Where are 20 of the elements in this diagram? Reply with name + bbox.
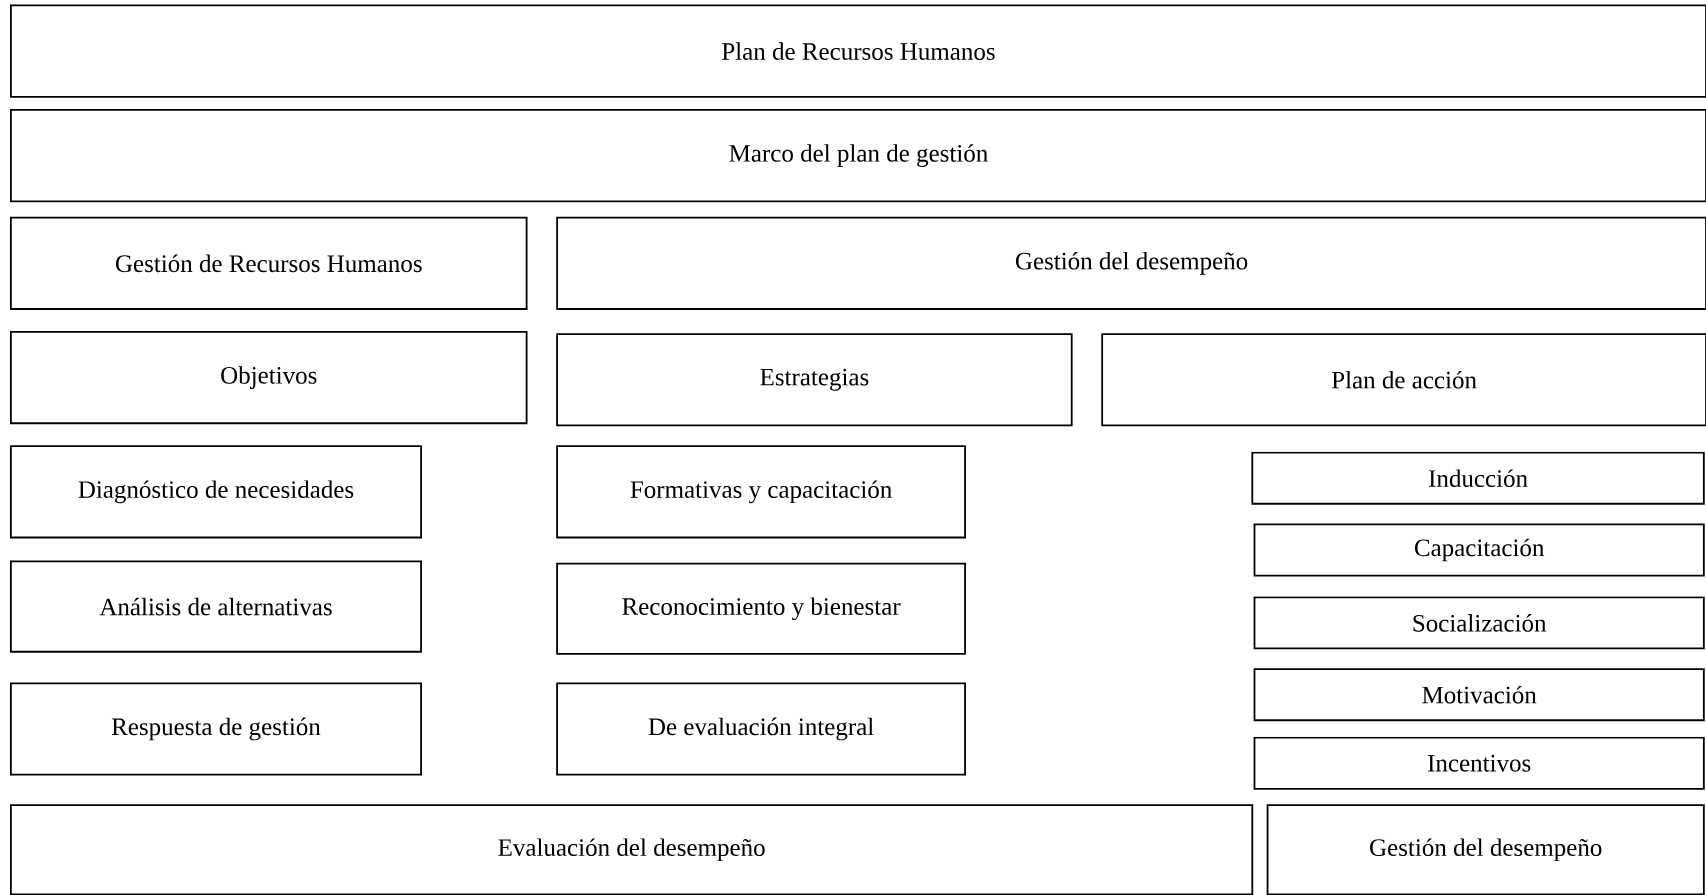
text-box: Plan de Recursos Humanos	[10, 4, 1706, 98]
text-box: Diagnóstico de necesidades	[10, 445, 422, 539]
text-box: Incentivos	[1253, 736, 1705, 790]
text-box: Formativas y capacitación	[556, 445, 966, 539]
text-box: Marco del plan de gestión	[10, 109, 1706, 203]
text-box: Análisis de alternativas	[10, 560, 422, 653]
text-box: Gestión del desempeño	[1266, 804, 1705, 895]
text-box: Capacitación	[1253, 523, 1705, 577]
text-box: Inducción	[1251, 451, 1705, 505]
text-box: Objetivos	[10, 330, 528, 425]
text-box: Socialización	[1253, 596, 1705, 650]
text-box: Gestión de Recursos Humanos	[10, 216, 528, 310]
text-box: Motivación	[1253, 668, 1705, 722]
text-box: Estrategias	[556, 333, 1073, 427]
text-box: Gestión del desempeño	[556, 216, 1706, 310]
text-box: Evaluación del desempeño	[10, 804, 1254, 895]
text-box: Respuesta de gestión	[10, 682, 422, 776]
text-box: Reconocimiento y bienestar	[556, 562, 966, 655]
text-box: Plan de acción	[1101, 333, 1706, 427]
text-box: De evaluación integral	[556, 682, 966, 776]
